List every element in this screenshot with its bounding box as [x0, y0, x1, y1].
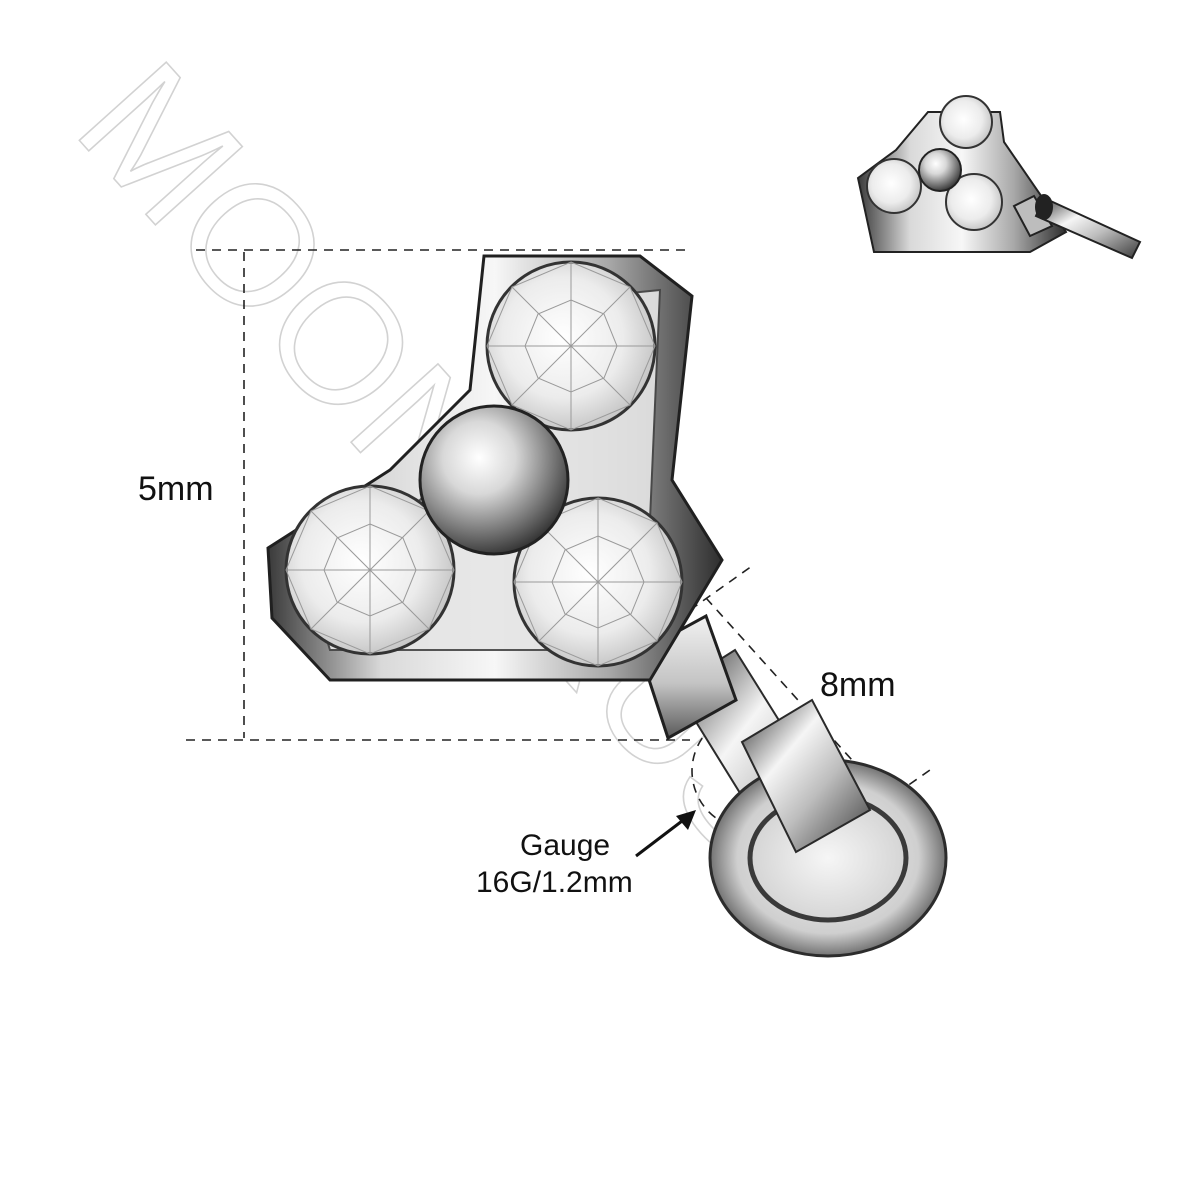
inset-center-ball	[918, 148, 962, 192]
inset-post-end	[1035, 194, 1053, 220]
inset-left-crystal	[866, 158, 922, 214]
labret-stud	[266, 254, 948, 958]
gauge-title: Gauge	[520, 829, 610, 862]
post-shoulder	[740, 698, 872, 854]
top-crystal	[485, 260, 657, 432]
length-label: 8mm	[820, 666, 896, 704]
inset-thread	[1012, 194, 1054, 238]
gauge-value: 16G/1.2mm	[476, 866, 633, 899]
inset-thumbnail	[856, 95, 1142, 260]
height-label: 5mm	[138, 470, 214, 508]
length-start-tick	[689, 565, 753, 611]
gauge-arrow	[635, 810, 696, 858]
center-metal-ball	[418, 404, 570, 556]
inset-top-crystal	[939, 95, 993, 149]
inset-right-crystal	[945, 173, 1003, 231]
left-crystal	[284, 484, 456, 656]
